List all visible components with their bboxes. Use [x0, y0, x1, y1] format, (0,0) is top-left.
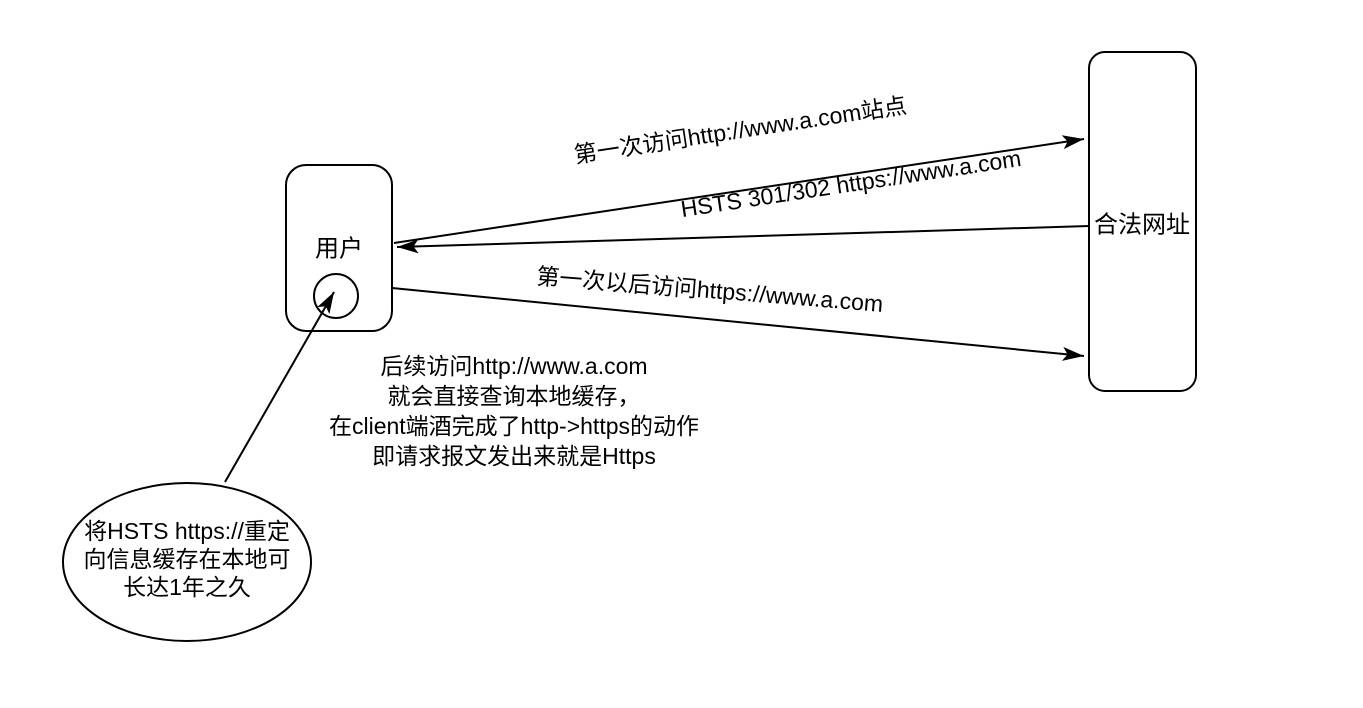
note-line: 就会直接查询本地缓存，	[387, 383, 641, 409]
site-box	[1088, 51, 1197, 392]
user-cache-port-circle	[313, 273, 359, 319]
cache-note-ellipse	[62, 482, 312, 642]
ellipse-line: 将HSTS https://重定	[84, 518, 290, 544]
note-line: 在client端酒完成了http->https的动作	[328, 413, 700, 439]
note-line: 即请求报文发出来就是Https	[372, 443, 656, 469]
arrow-later-visits	[391, 287, 1085, 361]
site-box-label: 合法网址	[1094, 211, 1190, 239]
cache-note-text: 将HSTS https://重定 向信息缓存在本地可 长达1年之久	[84, 517, 291, 601]
arrow-first-visit	[393, 135, 1085, 244]
arrow-hsts-redirect	[396, 225, 1090, 254]
arrow-cache-note-to-user	[224, 291, 335, 483]
ellipse-line: 向信息缓存在本地可	[83, 546, 291, 572]
ellipse-line: 长达1年之久	[123, 574, 251, 600]
note-local-cache: 后续访问http://www.a.com 就会直接查询本地缓存， 在client…	[329, 351, 699, 471]
user-box	[285, 164, 393, 332]
user-box-label: 用户	[315, 235, 363, 263]
note-line: 后续访问http://www.a.com	[380, 353, 648, 379]
